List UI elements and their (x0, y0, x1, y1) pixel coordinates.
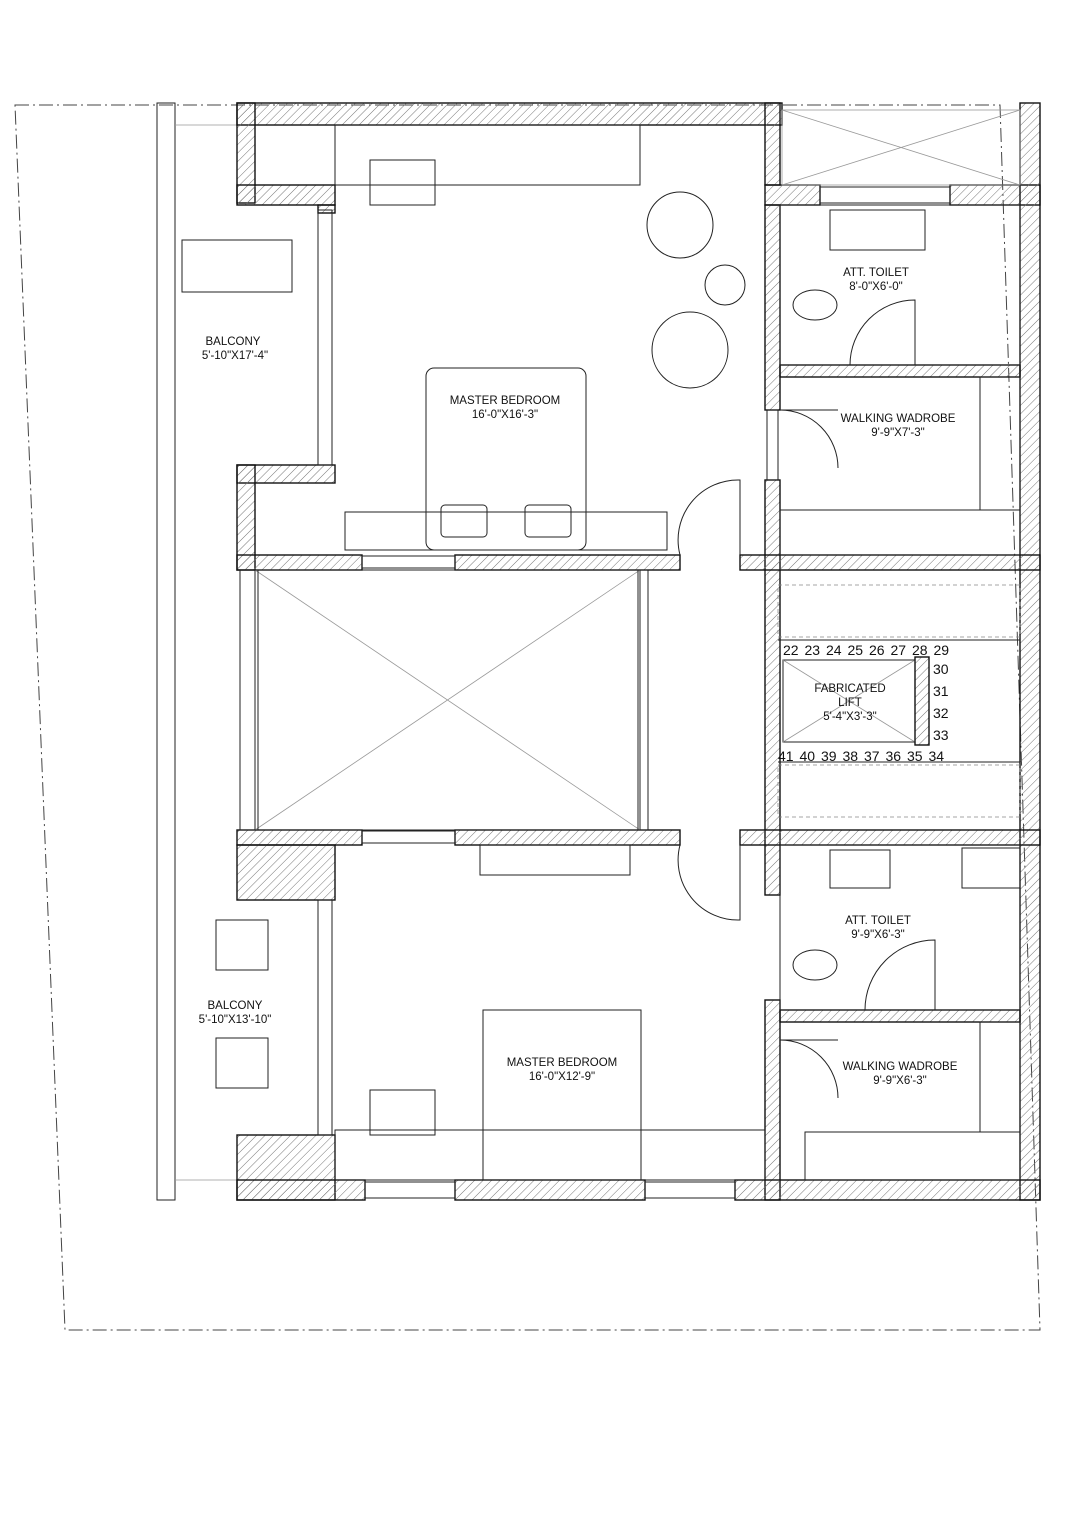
stair-step-number: 28 (912, 642, 928, 658)
room-name: MASTER BEDROOM (450, 395, 561, 407)
room-size: 9'-9"X7'-3" (871, 427, 924, 439)
room-lift: FABRICATED LIFT 5'-4"X3'-3" (814, 683, 885, 723)
room-name: WALKING WADROBE (841, 413, 956, 425)
balcony-railing (156, 102, 237, 1201)
room-name: BALCONY (206, 336, 261, 348)
stair-step-number: 22 (783, 642, 799, 658)
room-size: 9'-9"X6'-3" (851, 929, 904, 941)
stair-step-number: 30 (933, 661, 949, 677)
room-size: 16'-0"X12'-9" (529, 1071, 595, 1083)
stair-step-numbers: 22 23 24 25 26 27 28 29 30 31 32 33 41 40 39 38 37 36 35 34 (778, 642, 949, 764)
doors (677, 299, 936, 1099)
room-toilet-lower: ATT. TOILET 9'-9"X6'-3" (845, 915, 911, 941)
room-size: 5'-4"X3'-3" (823, 711, 876, 723)
stair-step-number: 26 (869, 642, 885, 658)
void-cutout (239, 569, 649, 831)
room-name: BALCONY (208, 1000, 263, 1012)
stair-step-number: 37 (864, 748, 880, 764)
walls (236, 102, 1041, 1201)
room-size: 5'-10"X13'-10" (199, 1014, 272, 1026)
room-size: 8'-0"X6'-0" (849, 281, 902, 293)
windows (317, 186, 951, 1199)
stair-step-number: 32 (933, 705, 949, 721)
stair-step-number: 41 (778, 748, 794, 764)
room-size: 9'-9"X6'-3" (873, 1075, 926, 1087)
stair-step-number: 25 (848, 642, 864, 658)
stair-step-number: 38 (843, 748, 859, 764)
stair-step-number: 34 (929, 748, 945, 764)
stair-step-number: 31 (933, 683, 949, 699)
room-master-bedroom-lower: MASTER BEDROOM 16'-0"X12'-9" (507, 1057, 618, 1083)
room-wardrobe-upper: WALKING WADROBE 9'-9"X7'-3" (841, 413, 956, 439)
room-name: WALKING WADROBE (843, 1061, 958, 1073)
room-name: FABRICATED (814, 683, 885, 695)
room-name-2: LIFT (838, 697, 862, 709)
room-master-bedroom-upper: MASTER BEDROOM 16'-0"X16'-3" (450, 395, 561, 421)
room-size: 16'-0"X16'-3" (472, 409, 538, 421)
stair-step-number: 33 (933, 727, 949, 743)
staircase (777, 584, 1021, 818)
stair-step-number: 35 (907, 748, 923, 764)
stair-step-number: 29 (934, 642, 950, 658)
stair-step-number: 27 (891, 642, 907, 658)
stair-step-number: 23 (805, 642, 821, 658)
room-name: MASTER BEDROOM (507, 1057, 618, 1069)
stair-step-number: 40 (800, 748, 816, 764)
room-name: ATT. TOILET (843, 267, 909, 279)
room-wardrobe-lower: WALKING WADROBE 9'-9"X6'-3" (843, 1061, 958, 1087)
room-toilet-upper: ATT. TOILET 8'-0"X6'-0" (843, 267, 909, 293)
open-terrace-top (781, 109, 1021, 186)
room-size: 5'-10"X17'-4" (202, 350, 268, 362)
room-balcony-upper: BALCONY 5'-10"X17'-4" (202, 336, 268, 362)
stair-step-number: 24 (826, 642, 842, 658)
room-balcony-lower: BALCONY 5'-10"X13'-10" (199, 1000, 272, 1026)
furniture (181, 124, 1021, 1181)
stair-step-number: 39 (821, 748, 837, 764)
room-name: ATT. TOILET (845, 915, 911, 927)
stair-step-number: 36 (886, 748, 902, 764)
